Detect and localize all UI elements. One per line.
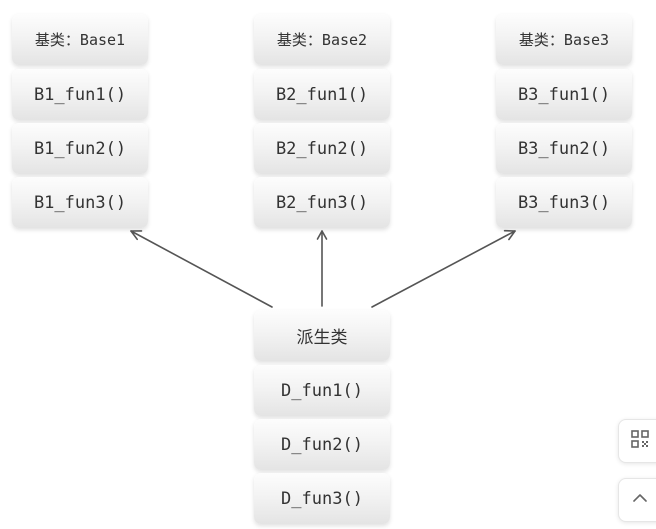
base2-title: 基类：Base2 [254, 14, 390, 65]
chevron-up-icon [631, 489, 649, 511]
arrow-to-base1 [130, 230, 273, 308]
base3-method-3: B3_fun3() [496, 177, 632, 228]
derived-method-2: D_fun2() [254, 419, 390, 470]
base2-method-3: B2_fun3() [254, 177, 390, 228]
base1-method-1: B1_fun1() [12, 69, 148, 120]
base3-method-2: B3_fun2() [496, 123, 632, 174]
derived-method-3: D_fun3() [254, 473, 390, 524]
base2-method-1: B2_fun1() [254, 69, 390, 120]
base2-method-2: B2_fun2() [254, 123, 390, 174]
base1-method-3: B1_fun3() [12, 177, 148, 228]
qr-code-icon [630, 429, 650, 453]
base3-method-1: B3_fun1() [496, 69, 632, 120]
derived-title: 派生类 [254, 310, 390, 361]
back-to-top-button[interactable] [618, 478, 656, 522]
base3-title: 基类：Base3 [496, 14, 632, 65]
base1-method-2: B1_fun2() [12, 123, 148, 174]
base1-title: 基类：Base1 [12, 14, 148, 65]
derived-method-1: D_fun1() [254, 365, 390, 416]
arrow-to-base2 [316, 230, 328, 307]
arrow-to-base3 [371, 229, 516, 308]
qr-code-button[interactable] [618, 419, 656, 463]
